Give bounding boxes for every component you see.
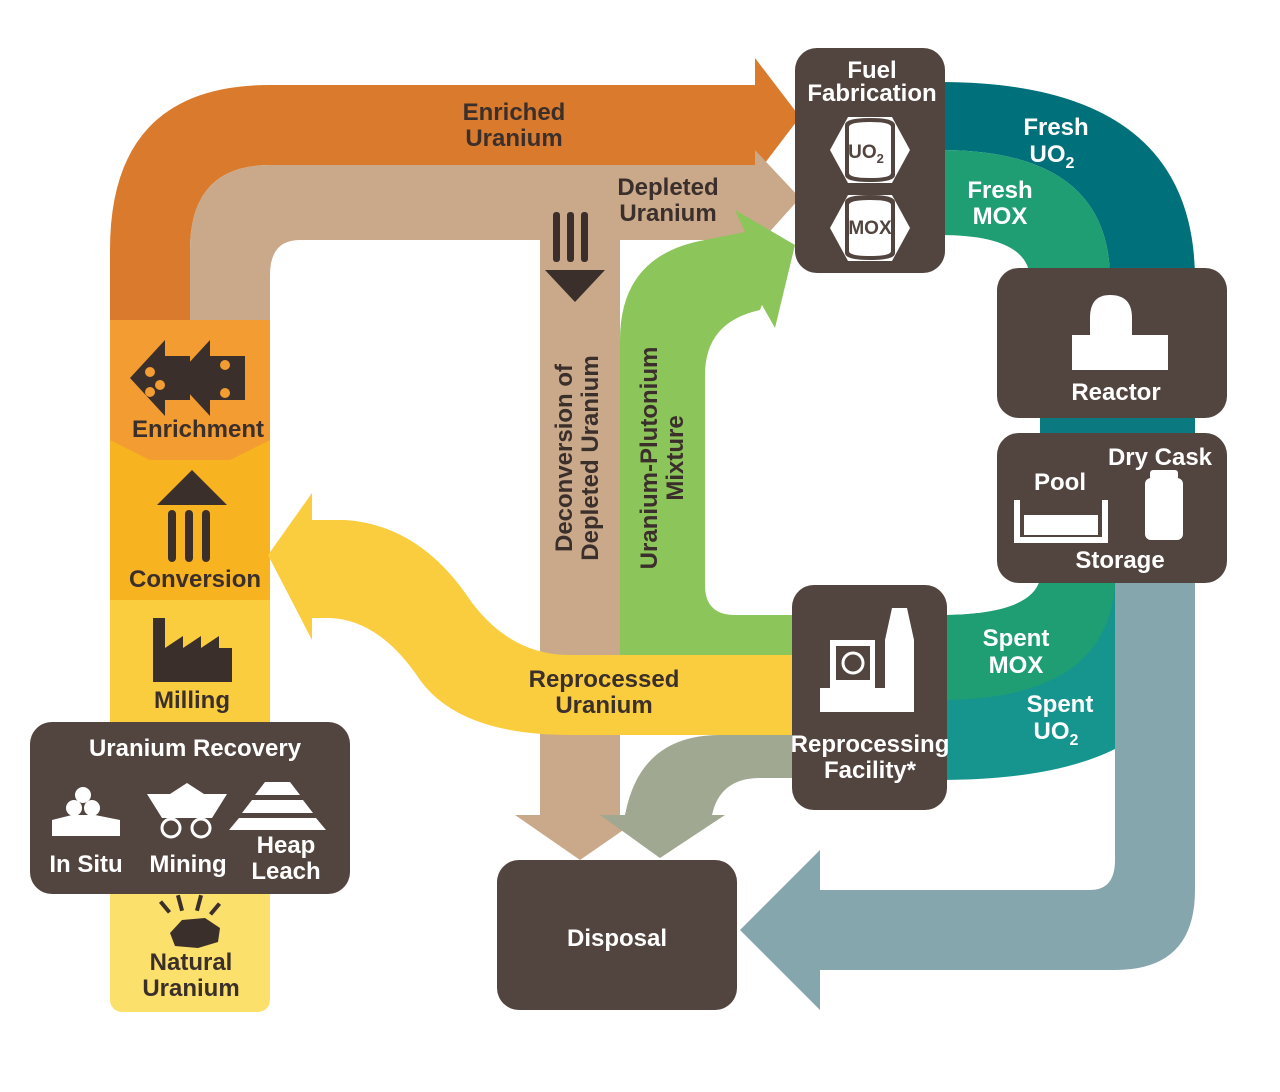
deconversion-icon xyxy=(545,212,605,302)
fresh-mox-loop xyxy=(940,150,1110,280)
fuel-fabrication-label-2: Fabrication xyxy=(807,80,936,107)
disposal-box xyxy=(497,860,737,1010)
mixture-label: Uranium-Plutonium Mixture xyxy=(636,347,689,570)
conversion-to-milling-point xyxy=(110,600,270,630)
depleted-uranium-label-2: Uranium xyxy=(619,200,716,227)
reactor-icon xyxy=(1072,295,1168,370)
depleted-uranium-arrowhead xyxy=(755,150,800,248)
enriched-uranium-arrowhead xyxy=(755,58,800,176)
spent-uo2-label-2: UO2 xyxy=(1034,718,1079,749)
enrichment-to-conversion-point xyxy=(110,440,270,480)
dry-cask-icon xyxy=(1145,470,1183,540)
deconversion-label-1: Deconversion of xyxy=(551,363,578,552)
heap-leach-icon xyxy=(229,782,326,830)
reprocessed-uranium-arrow xyxy=(268,493,800,735)
pool-icon xyxy=(1014,500,1108,543)
reactor-label: Reactor xyxy=(1071,379,1160,406)
uo2-subscript: 2 xyxy=(877,151,884,166)
spent-mox-label-1: Spent xyxy=(983,625,1050,652)
enrichment-chevron-top xyxy=(110,320,190,345)
deconversion-arrowhead xyxy=(515,815,645,860)
fresh-uo2-label-1: Fresh xyxy=(1023,114,1088,141)
fresh-mox-label-1: Fresh xyxy=(967,177,1032,204)
conversion-icon xyxy=(157,470,227,562)
reprocessing-facility-label-1: Reprocessing xyxy=(791,731,950,758)
spent-uo2-label-1: Spent xyxy=(1027,691,1094,718)
uo2-icon-label: UO2 xyxy=(848,142,884,166)
spent-mox-loop xyxy=(940,580,1115,700)
mining-label: Mining xyxy=(149,851,226,878)
conversion-label: Conversion xyxy=(129,566,261,593)
uo2-text: UO xyxy=(848,142,877,163)
enriched-uranium-label-1: Enriched xyxy=(463,99,566,126)
tan-depleted-band xyxy=(190,165,760,345)
uranium-plutonium-mixture-arrow xyxy=(620,210,800,660)
mixture-label-2: Mixture xyxy=(662,415,689,500)
deconversion-label-2: Depleted Uranium xyxy=(577,355,604,560)
mining-cart-icon xyxy=(147,783,227,839)
reprocessed-uranium-label-1: Reprocessed xyxy=(529,666,680,693)
storage-to-disposal-arrow xyxy=(740,580,1195,1010)
mixture-label-1: Uranium-Plutonium xyxy=(636,347,663,570)
fuel-fabrication-label-1: Fuel xyxy=(847,57,896,84)
heap-leach-label-2: Leach xyxy=(251,858,320,885)
natural-uranium-label-2: Uranium xyxy=(142,975,239,1002)
milling-label: Milling xyxy=(154,687,230,714)
disposal-label: Disposal xyxy=(567,925,667,952)
enrichment-label: Enrichment xyxy=(132,416,264,443)
storage-label: Storage xyxy=(1075,547,1164,574)
reprocessed-uranium-label-2: Uranium xyxy=(555,692,652,719)
spent-mox-label-2: MOX xyxy=(989,652,1044,679)
deconversion-label: Deconversion of Depleted Uranium xyxy=(551,355,604,560)
uo2-pellet-icon xyxy=(830,117,910,183)
dry-cask-label: Dry Cask xyxy=(1108,444,1213,471)
fresh-mox-label-2: MOX xyxy=(973,203,1028,230)
reprocessing-to-disposal-arrow xyxy=(600,735,800,858)
depleted-uranium-label-1: Depleted xyxy=(617,174,718,201)
fresh-uo2-text: UO xyxy=(1030,141,1066,168)
spent-uo2-text: UO xyxy=(1034,718,1070,745)
spent-uo2-subscript: 2 xyxy=(1070,732,1079,749)
mox-icon-label: MOX xyxy=(848,218,892,239)
fresh-uo2-loop xyxy=(940,82,1195,280)
enrichment-icon xyxy=(130,340,245,416)
fresh-uo2-subscript: 2 xyxy=(1066,155,1075,172)
in-situ-label: In Situ xyxy=(49,851,122,878)
uranium-recovery-title: Uranium Recovery xyxy=(89,735,302,762)
fresh-uo2-label-2: UO2 xyxy=(1030,141,1075,172)
reprocessing-facility-label-2: Facility* xyxy=(824,757,917,784)
enriched-uranium-label-2: Uranium xyxy=(465,125,562,152)
pool-label: Pool xyxy=(1034,469,1086,496)
in-situ-icon xyxy=(52,787,120,836)
mox-pellet-icon xyxy=(830,195,910,261)
natural-uranium-label-1: Natural xyxy=(150,949,233,976)
reprocessing-facility-icon xyxy=(820,608,914,712)
factory-icon xyxy=(153,618,232,682)
rock-icon xyxy=(158,894,222,948)
heap-leach-label-1: Heap xyxy=(257,832,316,859)
